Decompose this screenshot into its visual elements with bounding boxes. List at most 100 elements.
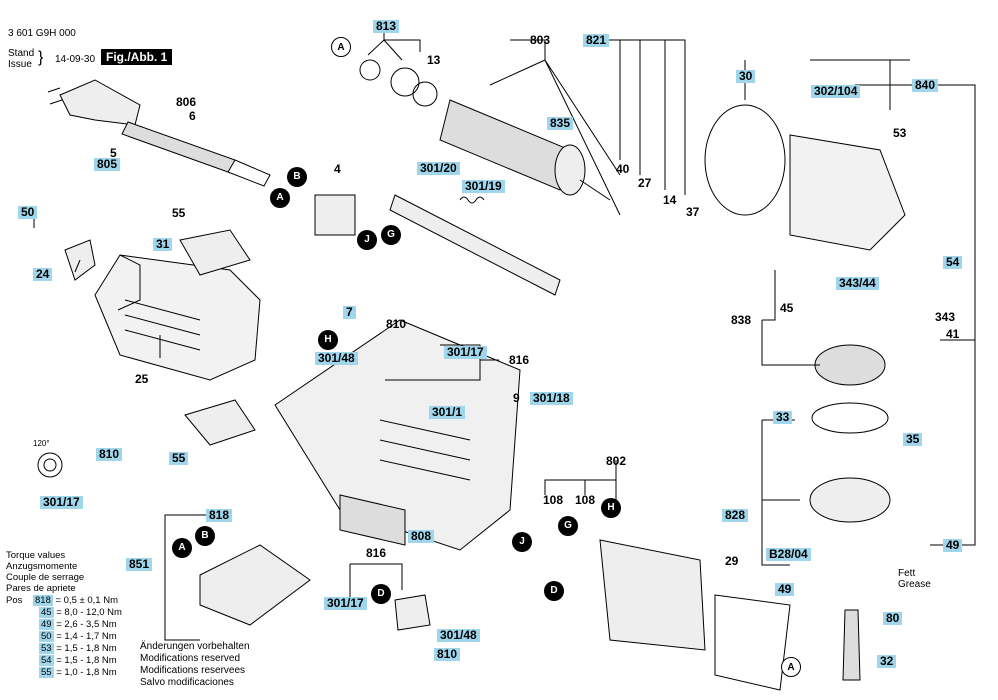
part-tag[interactable]: 27 (638, 176, 652, 190)
issue-date: 14-09-30 (55, 54, 96, 65)
changes-note: Änderungen vorbehalten (140, 641, 250, 652)
changes-note: Modifications reserved (140, 653, 241, 664)
part-tag[interactable]: 818 (206, 509, 233, 522)
part-tag[interactable]: 816 (366, 546, 387, 560)
part-tag[interactable]: 33 (773, 411, 793, 424)
part-tag[interactable]: 9 (513, 391, 520, 405)
part-tag[interactable]: 53 (893, 126, 907, 140)
callout-circle: H (601, 498, 621, 518)
torque-pos: 45 (39, 607, 54, 618)
part-tag[interactable]: 808 (408, 530, 435, 543)
part-tag[interactable]: 301/18 (530, 392, 573, 405)
part-tag[interactable]: 108 (543, 493, 564, 507)
part-tag[interactable]: 301/17 (40, 496, 83, 509)
part-tag[interactable]: 835 (547, 117, 574, 130)
part-tag[interactable]: 35 (903, 433, 923, 446)
changes-note: Modifications reservees (140, 665, 246, 676)
part-tag[interactable]: 302/104 (811, 85, 861, 98)
doc-number: 3 601 G9H 000 (8, 28, 76, 39)
part-tag[interactable]: 4 (334, 162, 341, 176)
part-tag[interactable]: 810 (386, 317, 407, 331)
part-tag[interactable]: 41 (946, 327, 960, 341)
torque-value: = 1,5 - 1,8 Nm (56, 655, 117, 666)
callout-circle: A (331, 37, 351, 57)
callout-circle: H (318, 330, 338, 350)
part-tag[interactable]: 25 (135, 372, 149, 386)
part-tag[interactable]: 108 (575, 493, 596, 507)
part-tag[interactable]: 806 (176, 95, 197, 109)
part-tag[interactable]: 816 (509, 353, 530, 367)
part-tag[interactable]: 301/48 (437, 629, 480, 642)
part-tag[interactable]: 810 (434, 648, 461, 661)
part-tag[interactable]: 40 (616, 162, 630, 176)
callout-circle: G (381, 225, 401, 245)
torque-pos: 53 (39, 643, 54, 654)
torque-pos-label: Pos (6, 595, 23, 606)
angle-label: 120° (33, 439, 50, 448)
torque-title: Anzugsmomente (6, 561, 78, 572)
part-tag[interactable]: 13 (427, 53, 441, 67)
part-tag[interactable]: 343 (935, 310, 956, 324)
part-tag[interactable]: 5 (110, 146, 117, 160)
callout-circle: B (287, 167, 307, 187)
torque-value: = 1,5 - 1,8 Nm (56, 643, 117, 654)
part-tag[interactable]: 805 (94, 158, 121, 171)
changes-note: Salvo modificaciones (140, 677, 234, 688)
part-tag[interactable]: 851 (126, 558, 153, 571)
part-tag[interactable]: 49 (775, 583, 795, 596)
part-tag[interactable]: 301/19 (462, 180, 505, 193)
part-tag[interactable]: 29 (725, 554, 739, 568)
torque-value: = 0,5 ± 0,1 Nm (55, 595, 119, 606)
part-tag[interactable]: 55 (169, 452, 189, 465)
part-tag[interactable]: 24 (33, 268, 53, 281)
part-tag[interactable]: 810 (96, 448, 123, 461)
callout-circle: B (195, 526, 215, 546)
part-tag[interactable]: 14 (663, 193, 677, 207)
part-tag[interactable]: 50 (18, 206, 38, 219)
part-tag[interactable]: 821 (583, 34, 610, 47)
callout-circle: D (544, 581, 564, 601)
callout-circle: A (270, 188, 290, 208)
part-tag[interactable]: 301/1 (429, 406, 466, 419)
part-tag[interactable]: 301/17 (444, 346, 487, 359)
stand-label: Stand (8, 48, 35, 59)
part-tag[interactable]: 802 (606, 454, 627, 468)
torque-pos: 818 (33, 595, 53, 606)
part-tag[interactable]: 301/17 (324, 597, 367, 610)
torque-title: Torque values (6, 550, 66, 561)
torque-title: Couple de serrage (6, 572, 85, 583)
torque-pos: 55 (39, 667, 54, 678)
part-tag[interactable]: 55 (172, 206, 186, 220)
callout-circle: J (512, 532, 532, 552)
part-tag[interactable]: 828 (722, 509, 749, 522)
torque-value: = 1,4 - 1,7 Nm (56, 631, 117, 642)
part-tag[interactable]: 813 (373, 20, 400, 33)
part-tag[interactable]: 803 (530, 33, 551, 47)
callout-circle: G (558, 516, 578, 536)
torque-pos: 54 (39, 655, 54, 666)
part-tag[interactable]: 31 (153, 238, 173, 251)
part-tag[interactable]: 80 (883, 612, 903, 625)
part-tag[interactable]: 7 (343, 306, 356, 319)
part-tag[interactable]: 54 (943, 256, 963, 269)
part-tag[interactable]: 30 (736, 70, 756, 83)
part-tag[interactable]: 37 (686, 205, 700, 219)
part-tag[interactable]: 49 (943, 539, 963, 552)
part-tag[interactable]: B28/04 (766, 548, 811, 561)
torque-value: = 1,0 - 1,8 Nm (56, 667, 117, 678)
part-tag[interactable]: 343/44 (836, 277, 879, 290)
brace: } (38, 49, 44, 66)
part-tag[interactable]: 6 (189, 109, 196, 123)
part-tag[interactable]: 32 (877, 655, 897, 668)
part-tag[interactable]: 838 (731, 313, 752, 327)
torque-pos: 50 (39, 631, 54, 642)
part-tag[interactable]: 45 (780, 301, 794, 315)
part-tag[interactable]: 301/20 (417, 162, 460, 175)
part-tag[interactable]: 301/48 (315, 352, 358, 365)
torque-title: Pares de apriete (6, 583, 76, 594)
callout-circle: A (172, 538, 192, 558)
part-tag[interactable]: 840 (912, 79, 939, 92)
grease-note-en: Grease (898, 579, 931, 590)
issue-label: Issue (8, 59, 32, 70)
